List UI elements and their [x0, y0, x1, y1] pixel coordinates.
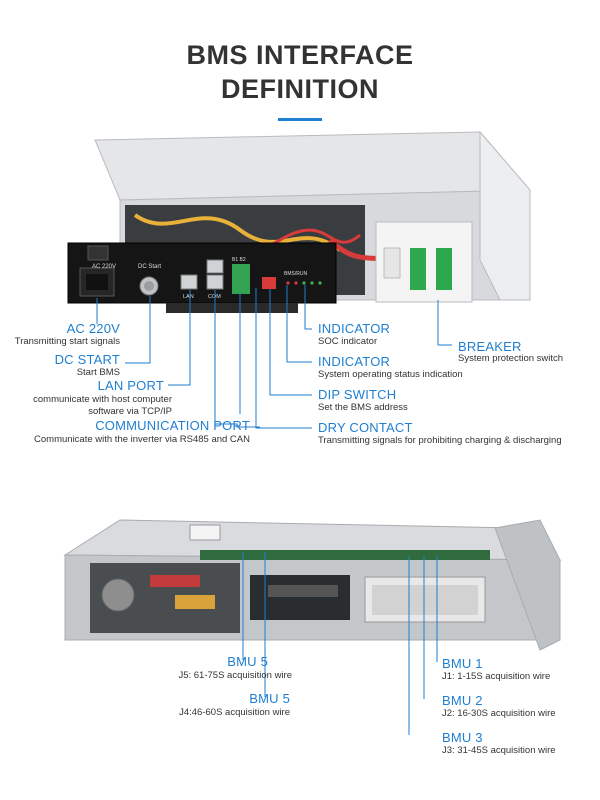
- device-lan-text: LAN: [183, 294, 194, 300]
- bottom-leader-lines: [242, 552, 438, 735]
- bmu5a-desc: J5: 61-75S acquisition wire: [178, 670, 292, 681]
- device-run-text: BMS/RUN: [284, 271, 307, 277]
- lan-port-desc-1: communicate with host computer: [33, 394, 172, 405]
- breaker-desc: System protection switch: [458, 353, 564, 364]
- indicator-status-desc: System operating status indication: [318, 369, 463, 380]
- ac220v-desc: Transmitting start signals: [14, 336, 120, 347]
- bmu2-label: BMU 2: [442, 693, 483, 708]
- indicator-soc-desc: SOC indicator: [318, 336, 378, 347]
- device-ac-text: AC 220V: [92, 264, 116, 270]
- indicator-status-label: INDICATOR: [318, 354, 391, 369]
- breaker-label: BREAKER: [458, 339, 522, 354]
- title-line-1: BMS INTERFACE: [186, 40, 414, 70]
- bmu1-label: BMU 1: [442, 656, 483, 671]
- comm-port-desc: Communicate with the inverter via RS485 …: [34, 434, 250, 445]
- dc-start-desc: Start BMS: [76, 367, 120, 378]
- dc-start-label: DC START: [54, 352, 120, 367]
- dip-switch-label: DIP SWITCH: [318, 387, 397, 402]
- bmu1-desc: J1: 1-15S acquisition wire: [442, 671, 551, 682]
- bms-device-top: [67, 130, 532, 313]
- bmu2-desc: J2: 16-30S acquisition wire: [442, 708, 556, 719]
- title-underline: [278, 118, 322, 121]
- ac220v-label: AC 220V: [66, 321, 120, 336]
- bmu5b-desc: J4:46-60S acquisition wire: [179, 707, 290, 718]
- dip-switch-desc: Set the BMS address: [318, 402, 408, 413]
- bmu3-label: BMU 3: [442, 730, 483, 745]
- device-dc-text: DC Start: [138, 264, 161, 270]
- comm-port-label: COMMUNICATION PORT: [95, 418, 250, 433]
- lan-port-desc-2: software via TCP/IP: [88, 406, 172, 417]
- dry-contact-desc: Transmitting signals for prohibiting cha…: [318, 435, 562, 446]
- page-title: BMS INTERFACE DEFINITION: [0, 38, 600, 106]
- lan-port-label: LAN PORT: [97, 378, 164, 393]
- device-b-text: B1 B2: [232, 257, 246, 263]
- dry-contact-label: DRY CONTACT: [318, 420, 413, 435]
- indicator-soc-label: INDICATOR: [318, 321, 391, 336]
- top-leader-lines: [96, 285, 452, 429]
- bmu3-desc: J3: 31-45S acquisition wire: [442, 745, 556, 756]
- bmu5a-label: BMU 5: [227, 654, 268, 669]
- bms-device-bottom: [63, 519, 562, 651]
- bmu5b-label: BMU 5: [249, 691, 290, 706]
- title-line-2: DEFINITION: [221, 74, 379, 104]
